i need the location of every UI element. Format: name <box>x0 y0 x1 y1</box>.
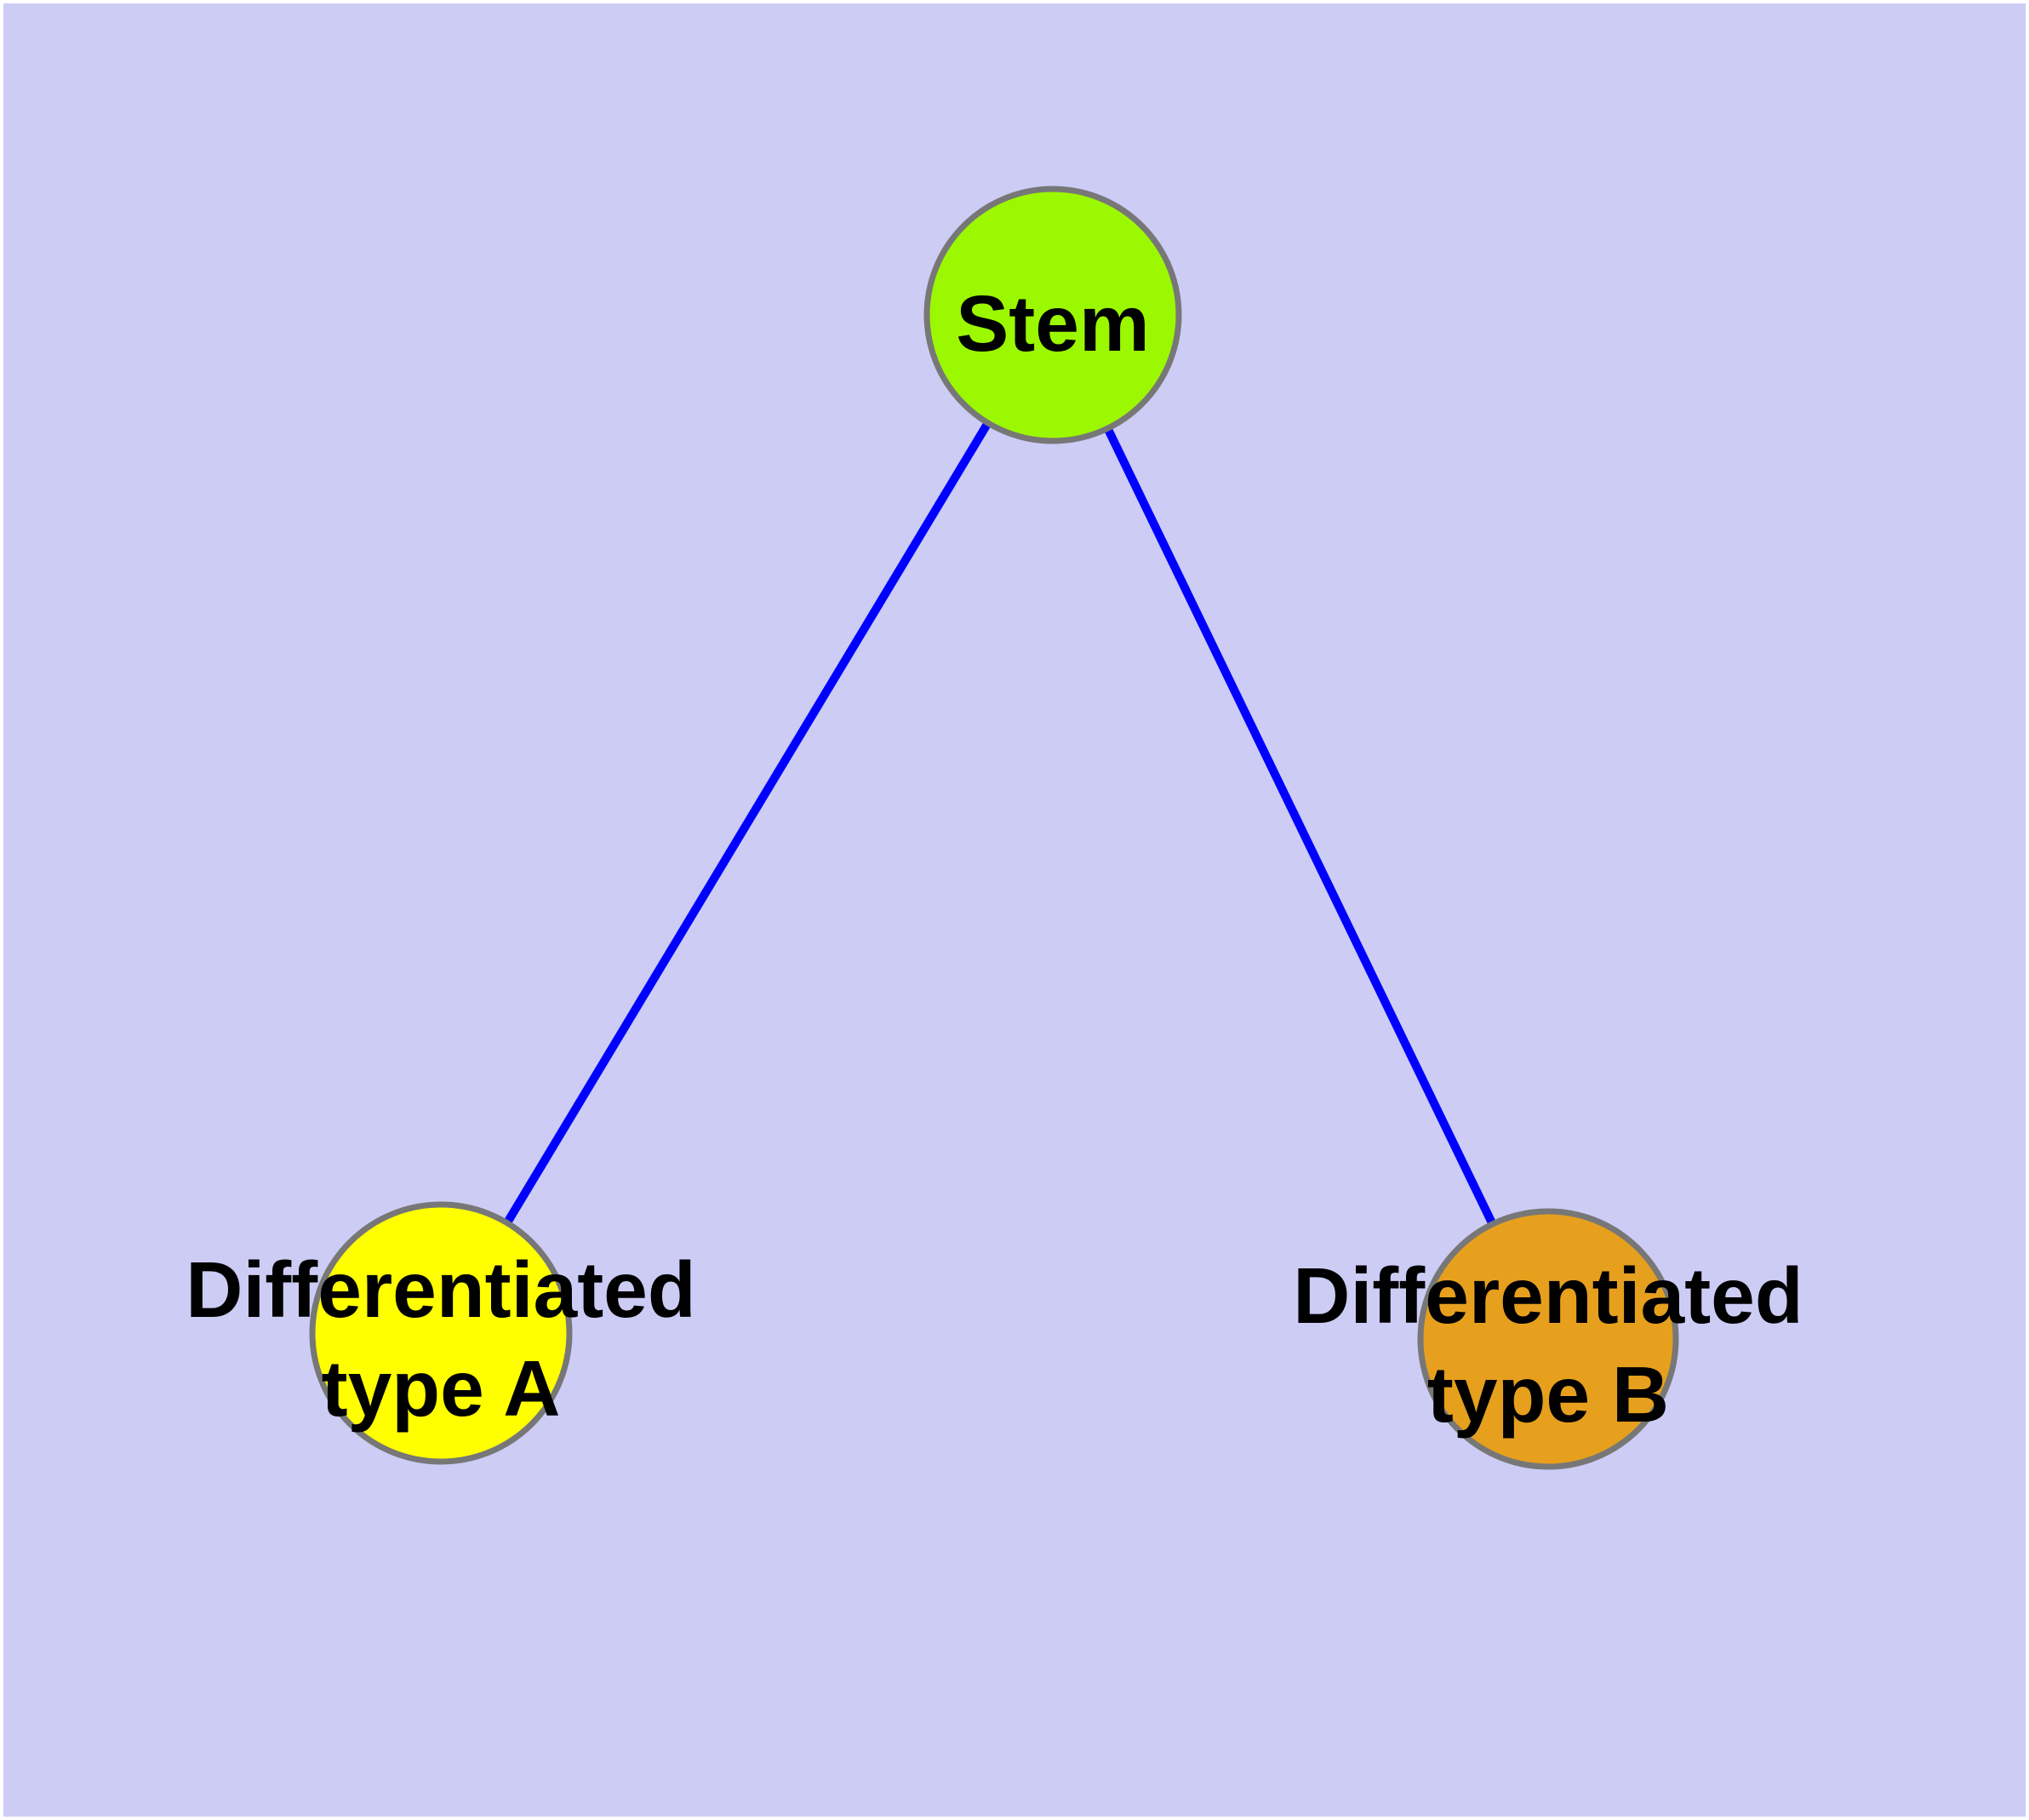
node-stem-label: Stem <box>956 279 1149 368</box>
edge-stem-to-type-a <box>437 312 1057 1336</box>
node-type-a-label-line1: Differentiated <box>186 1245 695 1334</box>
labels-group: Stem Differentiated type A Differentiate… <box>186 279 1803 1439</box>
node-stem <box>923 186 1182 444</box>
edge-stem-to-type-b <box>1049 312 1552 1342</box>
node-type-b-label-line2: type B <box>1427 1350 1669 1439</box>
nodes-group <box>309 186 1679 1470</box>
edges-group <box>437 312 1552 1342</box>
node-type-b-label-line1: Differentiated <box>1293 1251 1803 1340</box>
node-type-a-label-line2: type A <box>322 1344 561 1433</box>
node-differentiated-type-b <box>1417 1208 1679 1470</box>
node-differentiated-type-a <box>309 1201 573 1465</box>
